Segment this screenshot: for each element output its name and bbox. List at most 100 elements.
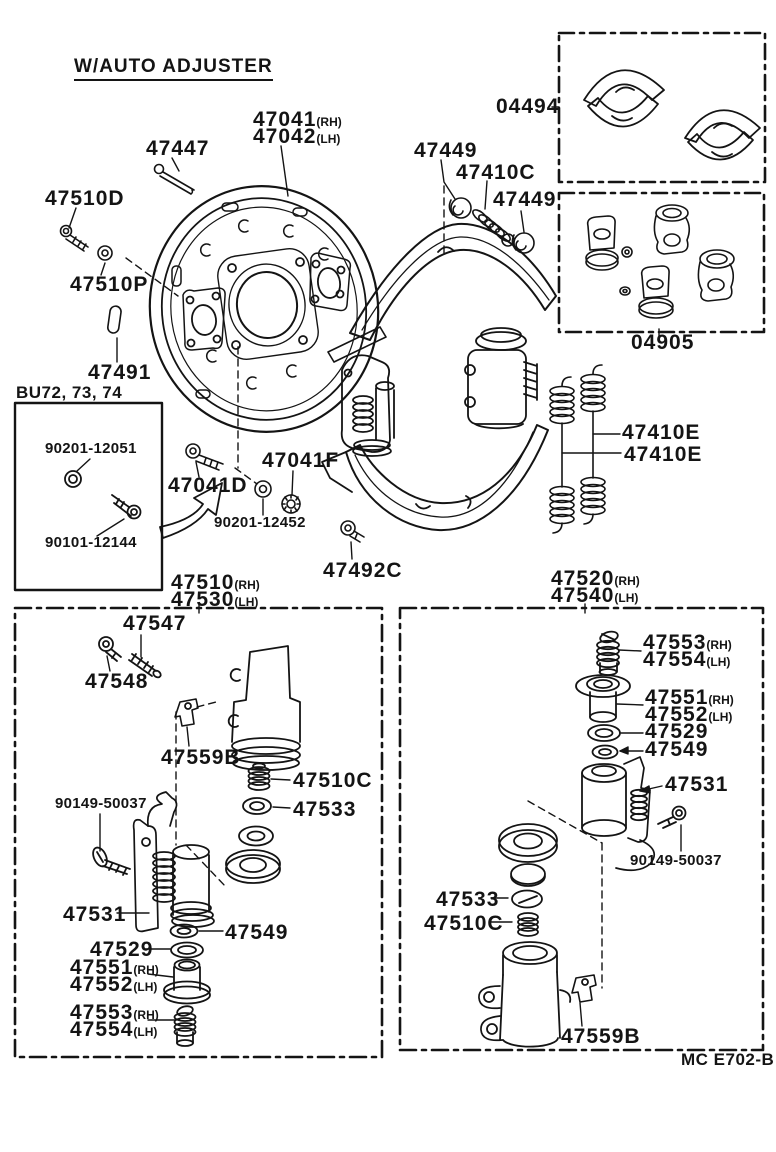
part-number: 47510C xyxy=(424,912,504,935)
part-label-47529: 47529 xyxy=(90,939,153,960)
part-number: 90201-12051 xyxy=(45,440,137,457)
part-label-04905: 04905 xyxy=(631,332,694,353)
part-label-47410E: 47410E xyxy=(622,422,700,443)
part-label-47510: 47510(RH) xyxy=(171,572,260,593)
rh-lh-suffix: (RH) xyxy=(133,1008,159,1022)
left-cylinder-box xyxy=(13,606,384,1059)
part-label-47510P: 47510P xyxy=(70,274,148,295)
rh-lh-suffix: (LH) xyxy=(316,132,341,146)
part-label-47447: 47447 xyxy=(146,138,209,159)
part-label-47492C: 47492C xyxy=(323,560,403,581)
model-codes: BU72, 73, 74 xyxy=(16,383,123,402)
rh-lh-suffix: (LH) xyxy=(133,980,158,994)
part-label-90149-50037: 90149-50037 xyxy=(630,853,722,868)
backing-plate xyxy=(148,185,380,433)
part-label-47554: 47554(LH) xyxy=(643,649,730,670)
part-number: 47551 xyxy=(70,956,134,979)
part-number: 04494 xyxy=(496,95,560,118)
part-number: 90149-50037 xyxy=(630,852,722,869)
part-number: 47447 xyxy=(146,137,210,160)
part-number: 47491 xyxy=(88,361,152,384)
part-label-47540: 47540(LH) xyxy=(551,585,638,606)
part-number: 47559B xyxy=(561,1025,641,1048)
part-label-47533: 47533 xyxy=(436,889,499,910)
part-label-47533: 47533 xyxy=(293,799,356,820)
part-label-47559B: 47559B xyxy=(561,1026,641,1047)
rh-lh-suffix: (LH) xyxy=(234,595,259,609)
rh-lh-suffix: (RH) xyxy=(708,693,734,707)
part-number: 47492C xyxy=(323,559,403,582)
part-label-47551: 47551(RH) xyxy=(70,957,159,978)
part-label-47410E: 47410E xyxy=(624,444,702,465)
part-label-90149-50037: 90149-50037 xyxy=(55,796,147,811)
plate-detail-marks xyxy=(171,202,329,399)
part-number: 47552 xyxy=(645,703,709,726)
part-number: 47551 xyxy=(645,686,709,709)
part-number: 47041F xyxy=(262,449,340,472)
part-number: 47510C xyxy=(293,769,373,792)
part-number: 47410E xyxy=(622,421,701,444)
part-number: 90149-50037 xyxy=(55,795,147,812)
part-label-47531: 47531 xyxy=(665,774,728,795)
part-label-47549: 47549 xyxy=(225,922,288,943)
leader-lines xyxy=(68,106,682,1027)
part-label-47510C: 47510C xyxy=(293,770,373,791)
part-number: 47529 xyxy=(645,720,709,743)
part-number: 47410E xyxy=(624,443,703,466)
brake-shoe-assembly xyxy=(321,222,557,532)
rh-lh-suffix: (RH) xyxy=(133,963,159,977)
part-number: 47449 xyxy=(414,139,478,162)
part-label-47551: 47551(RH) xyxy=(645,687,734,708)
page-title: W/AUTO ADJUSTER xyxy=(74,57,273,81)
part-number: 47041 xyxy=(253,108,317,131)
part-number: 47554 xyxy=(70,1018,134,1041)
rh-lh-suffix: (LH) xyxy=(614,591,639,605)
part-label-47520: 47520(RH) xyxy=(551,568,640,589)
part-label-47559B: 47559B xyxy=(161,747,241,768)
part-number: 47553 xyxy=(70,1001,134,1024)
part-label-47553: 47553(RH) xyxy=(70,1002,159,1023)
part-label-04494: 04494 xyxy=(496,96,559,117)
part-label-47510D: 47510D xyxy=(45,188,125,209)
part-label-47554: 47554(LH) xyxy=(70,1019,157,1040)
part-label-47510C: 47510C xyxy=(424,913,504,934)
part-label-47449: 47449 xyxy=(414,140,477,161)
rh-lh-suffix: (RH) xyxy=(614,574,640,588)
right-cylinder-box xyxy=(398,606,765,1052)
part-number: 47533 xyxy=(436,888,500,911)
part-number: 47530 xyxy=(171,588,235,611)
kit-box-04494 xyxy=(557,31,767,184)
part-label-47552: 47552(LH) xyxy=(645,704,732,725)
part-label-47553: 47553(RH) xyxy=(643,632,732,653)
rh-lh-suffix: (RH) xyxy=(234,578,260,592)
part-number: 47540 xyxy=(551,584,615,607)
dashed-guides xyxy=(125,185,603,989)
part-number: 90201-12452 xyxy=(214,514,306,531)
models-box xyxy=(13,401,164,592)
part-number: 47533 xyxy=(293,798,357,821)
part-number: 47449 xyxy=(493,188,557,211)
part-number: 47520 xyxy=(551,567,615,590)
part-number: 90101-12144 xyxy=(45,534,137,551)
part-label-47042: 47042(LH) xyxy=(253,126,340,147)
part-number: 47549 xyxy=(225,921,289,944)
part-label-90201-12051: 90201-12051 xyxy=(45,441,137,456)
part-number: 47559B xyxy=(161,746,241,769)
part-label-47548: 47548 xyxy=(85,671,148,692)
part-label-90201-12452: 90201-12452 xyxy=(214,515,306,530)
drawing-code: MC E702-B xyxy=(681,1050,775,1069)
part-label-47041: 47041(RH) xyxy=(253,109,342,130)
part-number: 47510D xyxy=(45,187,125,210)
rh-lh-suffix: (RH) xyxy=(706,638,732,652)
part-number: 47042 xyxy=(253,125,317,148)
part-label-47549: 47549 xyxy=(645,739,708,760)
part-number: 47553 xyxy=(643,631,707,654)
part-label-47552: 47552(LH) xyxy=(70,974,157,995)
part-label-47449: 47449 xyxy=(493,189,556,210)
return-springs xyxy=(549,364,606,534)
small-parts-top xyxy=(59,163,535,543)
part-label-47041D: 47041D xyxy=(168,475,248,496)
part-number: 47548 xyxy=(85,670,149,693)
